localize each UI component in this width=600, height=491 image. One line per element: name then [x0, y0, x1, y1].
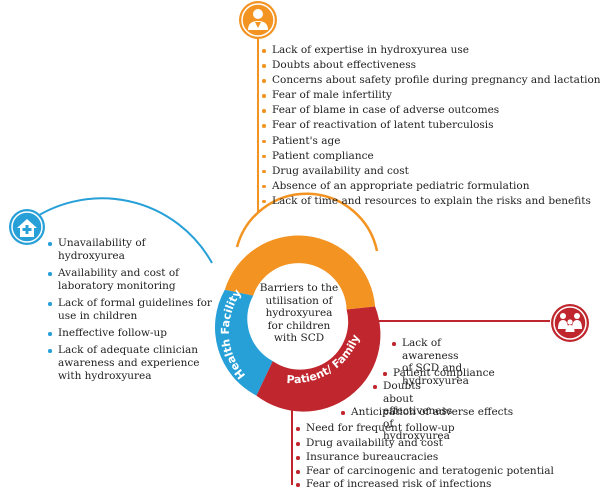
list-item: Insurance bureaucracies	[296, 451, 438, 464]
list-item: Lack of expertise in hydroxyurea use	[262, 44, 600, 57]
family-segment	[256, 306, 381, 412]
list-item: Need for frequent follow-up	[296, 422, 455, 435]
provider-segment-label: Health Provider	[249, 206, 351, 237]
list-item: Absence of an appropriate pediatric form…	[262, 180, 600, 193]
list-item: Lack of time and resources to explain th…	[262, 195, 600, 208]
list-item: Fear of carcinogenic and teratogenic pot…	[296, 465, 554, 478]
doctor-icon	[239, 1, 277, 39]
list-item: Doubts about effectiveness	[262, 59, 600, 72]
list-item: Anticipation of adverse effects	[341, 406, 513, 419]
family-group-icon	[551, 304, 589, 342]
list-item: Availability and cost of laboratory moni…	[48, 267, 212, 293]
list-item: Ineffective follow-up	[48, 327, 212, 340]
list-item: Fear of reactivation of latent tuberculo…	[262, 119, 600, 132]
facility-segment	[214, 289, 273, 396]
hospital-house-icon	[9, 209, 45, 245]
list-item: Unavailability of hydroxyurea	[48, 237, 212, 263]
list-item: Doubts about effectiveness of hydroxyure…	[373, 380, 452, 443]
list-item: Concerns about safety profile during pre…	[262, 74, 600, 87]
center-title: Barriers to the utilisation of hydroxyur…	[259, 282, 339, 345]
provider-connector	[235, 38, 379, 252]
list-item: Fear of male infertility	[262, 89, 600, 102]
list-item: Drug availability and cost	[262, 165, 600, 178]
list-item: Fear of increased risk of infections	[296, 478, 491, 491]
list-item: Patient compliance	[383, 367, 495, 380]
list-item: Lack of adequate clinician awareness and…	[48, 344, 212, 383]
list-item: Fear of blame in case of adverse outcome…	[262, 104, 600, 117]
list-item: Lack of awareness of SCD and hydroxyurea	[392, 337, 469, 387]
provider-barrier-list: Lack of expertise in hydroxyurea use Dou…	[262, 44, 600, 210]
facility-barrier-list: Unavailability of hydroxyurea Availabili…	[48, 237, 212, 387]
list-item: Drug availability and cost	[296, 437, 443, 450]
list-item: Patient's age	[262, 135, 600, 148]
list-item: Lack of formal guidelines for use in chi…	[48, 297, 212, 323]
list-item: Patient compliance	[262, 150, 600, 163]
provider-segment	[224, 235, 376, 310]
